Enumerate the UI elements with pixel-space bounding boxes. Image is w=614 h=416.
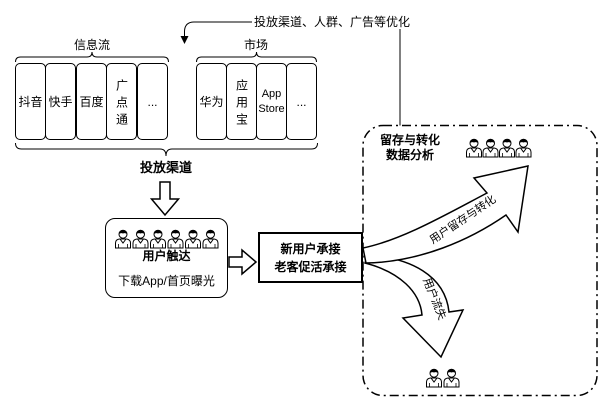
- churn-arrow: [364, 254, 465, 359]
- channel-box-baidu: 百度: [76, 63, 107, 140]
- channel-label: 应用宝: [234, 78, 249, 130]
- retention-arrow: [362, 165, 529, 264]
- onboarding-line-reactivation: 老客促活承接: [274, 259, 347, 274]
- feedback-arrow: [184, 21, 401, 126]
- channel-label: 百度: [79, 94, 104, 109]
- feedback-label: 投放渠道、人群、广告等优化: [252, 15, 413, 29]
- channel-box-more-info-feed: ...: [137, 63, 168, 140]
- channel-label: ...: [296, 94, 307, 109]
- channel-box-yingyongbao: 应用宝: [226, 63, 257, 140]
- user-reach-subtitle: 下载App/首页曝光: [118, 274, 215, 288]
- channel-box-huawei: 华为: [196, 63, 227, 140]
- user-reach-box: 用户触达 下载App/首页曝光: [105, 218, 228, 298]
- person-icon: [426, 368, 442, 388]
- info-feed-label: 信息流: [73, 38, 110, 52]
- channel-box-kuaishou: 快手: [45, 63, 76, 140]
- channel-label: 抖音: [18, 94, 43, 109]
- market-brace: [196, 51, 317, 63]
- info-feed-brace: [15, 51, 169, 63]
- channel-label: 广点通: [114, 78, 129, 130]
- analysis-region: [362, 124, 598, 397]
- channel-label: App Store: [258, 87, 285, 115]
- channel-box-more-market: ...: [286, 63, 317, 140]
- analysis-title: 留存与转化 数据分析: [371, 133, 449, 163]
- channels-brace: [15, 142, 318, 157]
- right-arrow: [228, 248, 258, 276]
- onboarding-line-new-users: 新用户承接: [280, 241, 341, 256]
- analysis-title-line-retention: 留存与转化: [379, 133, 440, 147]
- channel-box-douyin: 抖音: [15, 63, 46, 140]
- down-arrow: [149, 181, 181, 217]
- channels-label: 投放渠道: [139, 160, 192, 175]
- analysis-title-line-data: 数据分析: [385, 148, 434, 162]
- market-label: 市场: [243, 38, 268, 52]
- person-icon: [466, 138, 482, 158]
- person-icon: [499, 138, 515, 158]
- channel-label: ...: [147, 94, 158, 109]
- channel-label: 华为: [199, 94, 224, 109]
- feedback-arrow-head: [180, 36, 189, 44]
- channel-box-app-store: App Store: [256, 63, 287, 140]
- user-reach-title: 用户触达: [142, 249, 191, 263]
- person-icon: [443, 368, 460, 388]
- person-icon: [482, 138, 499, 158]
- channel-box-guangdiantong: 广点通: [106, 63, 137, 140]
- onboarding-box: 新用户承接 老客促活承接: [258, 232, 363, 283]
- person-icon: [515, 138, 532, 158]
- channel-label: 快手: [48, 94, 73, 109]
